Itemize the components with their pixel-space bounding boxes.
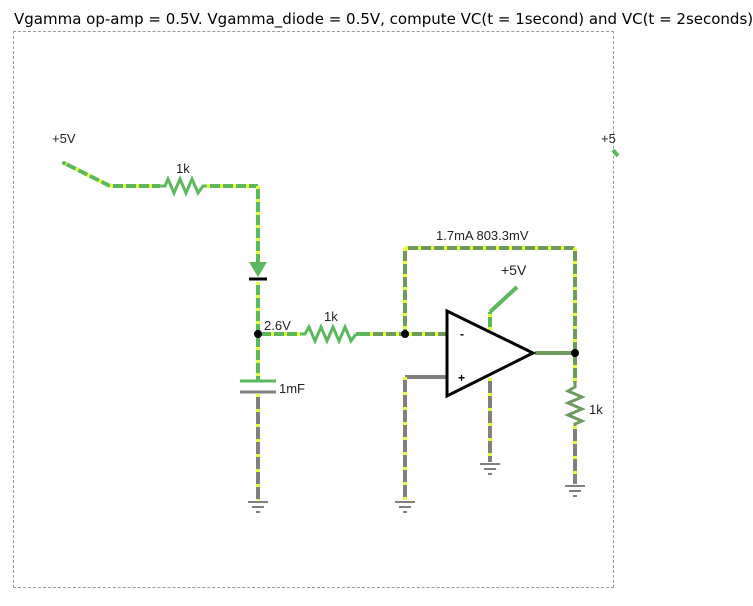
junction-node <box>571 349 579 357</box>
input-resistor-label: 1k <box>176 161 190 176</box>
live-wires <box>63 148 620 380</box>
ground-wires <box>256 375 577 500</box>
capacitor-icon <box>240 379 276 394</box>
junction-node <box>401 330 409 338</box>
load-resistor-label: 1k <box>589 402 603 417</box>
ground-icon <box>565 485 585 497</box>
capacitor-label: 1mF <box>279 381 305 396</box>
series-resistor-label: 1k <box>324 309 338 324</box>
diode-icon <box>249 262 267 281</box>
node-voltage-label: 2.6V <box>264 318 291 333</box>
switch-icon[interactable] <box>62 161 66 165</box>
ground-icon <box>248 501 268 513</box>
source-left-label: +5V <box>52 131 76 146</box>
circuit-frame <box>13 31 614 588</box>
input-resistor <box>160 175 207 197</box>
feedback-label: 1.7mA 803.3mV <box>436 228 529 243</box>
current-dots <box>63 161 492 380</box>
series-resistor <box>300 323 358 345</box>
ground-icon <box>480 463 500 475</box>
question-text: Vgamma op-amp = 0.5V. Vgamma_diode = 0.5… <box>14 10 753 28</box>
load-resistor <box>564 382 586 426</box>
junction-node <box>254 330 262 338</box>
mixed-current-dots <box>370 246 577 382</box>
ground-dots <box>256 377 577 500</box>
opamp-supply-label: +5V <box>501 262 527 278</box>
ground-icon <box>395 501 415 513</box>
opamp-minus-label: - <box>460 327 464 341</box>
source-right-label: +5 <box>601 131 616 146</box>
opamp-plus-label: + <box>458 371 465 385</box>
opamp-icon <box>445 308 537 399</box>
